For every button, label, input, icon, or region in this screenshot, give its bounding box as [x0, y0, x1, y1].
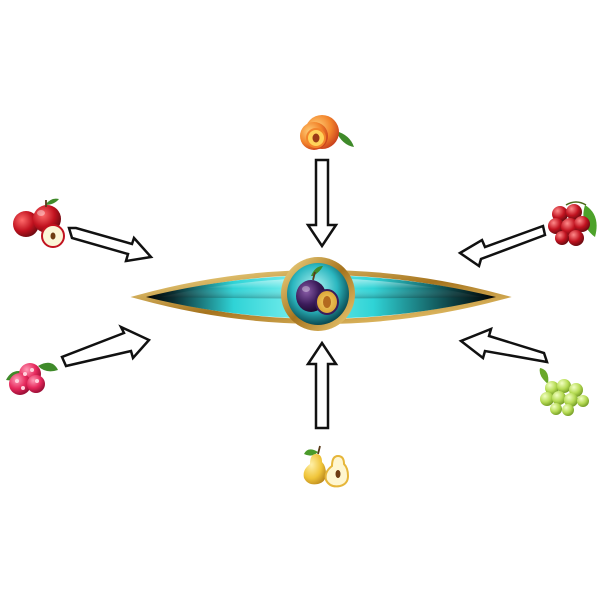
plum-icon: [296, 266, 339, 315]
arrow-raspberry-to-center: [60, 324, 152, 368]
cherry-icon: [548, 201, 597, 246]
lens-gold-rim: [130, 270, 512, 324]
grapes-icon: [539, 368, 589, 416]
arrow-pear-to-center: [305, 340, 339, 430]
arrow-apple-to-center: [67, 226, 154, 263]
peach-icon: [300, 115, 354, 150]
raspberry-icon: [6, 362, 58, 395]
arrow-cherry-to-center: [457, 224, 547, 269]
plum-medallion: [281, 257, 355, 331]
arrow-grapes-to-center: [458, 326, 549, 364]
apple-icon: [13, 198, 65, 248]
arrows: [60, 158, 549, 430]
pear-icon: [303, 445, 350, 488]
arrow-peach-to-center: [305, 158, 339, 249]
